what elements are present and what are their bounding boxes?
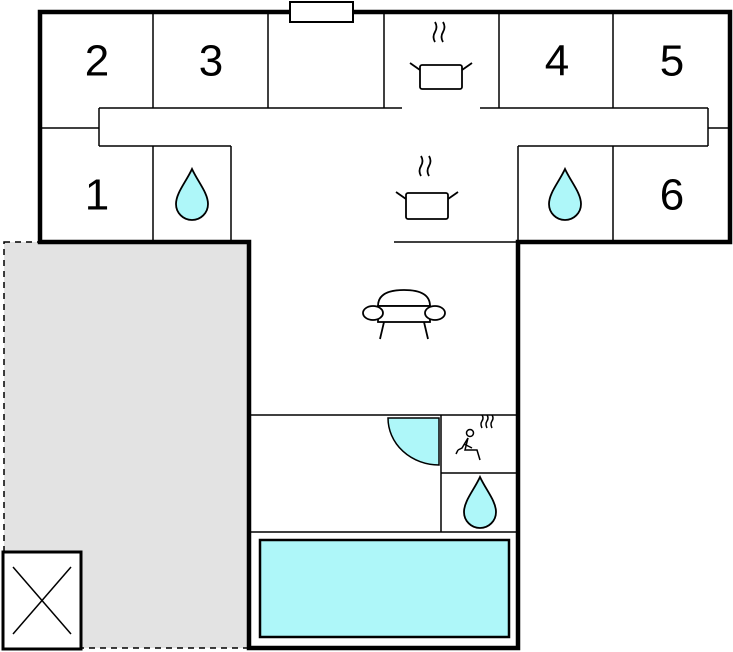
bedroom-4-label: 4 <box>545 37 569 86</box>
bedroom-6-label: 6 <box>660 171 684 220</box>
door-swing <box>387 417 440 466</box>
bedroom-5-label: 5 <box>660 37 684 86</box>
bathroom-drop-icon <box>175 166 209 221</box>
pool <box>258 538 511 639</box>
window <box>289 1 354 23</box>
building-outline <box>37 9 733 651</box>
parking-x-icon <box>1 550 83 651</box>
bedroom-2-label: 2 <box>85 37 109 86</box>
bedroom-3-label: 3 <box>199 37 223 86</box>
bedroom-1-label: 1 <box>85 171 109 220</box>
bathroom-drop-icon <box>463 474 497 529</box>
sofa-icon <box>362 289 446 340</box>
interior-walls <box>40 12 730 533</box>
kitchen-pot-icon <box>395 155 459 220</box>
kitchen-pot-icon <box>409 21 473 90</box>
bathroom-drop-icon <box>548 166 582 221</box>
sauna-icon <box>455 414 494 461</box>
